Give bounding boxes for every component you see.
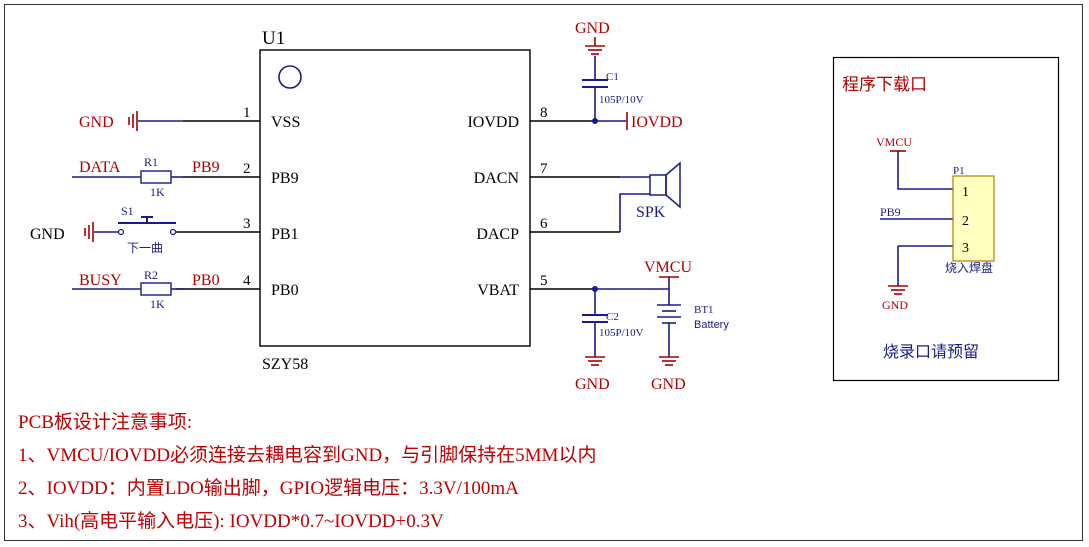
note-1: 1、VMCU/IOVDD必须连接去耦电容到GND，与引脚保持在5MM以内 bbox=[18, 445, 597, 466]
program-vmcu: VMCU bbox=[876, 135, 912, 149]
pin-name-vbat: VBAT bbox=[477, 282, 519, 299]
c2-ref: C2 bbox=[606, 311, 619, 323]
pin-num-7: 7 bbox=[540, 161, 548, 177]
pin-num-4: 4 bbox=[243, 273, 251, 289]
pin-name-pb9: PB9 bbox=[271, 170, 299, 187]
left-pins: 1 2 3 4 VSS PB9 PB1 PB0 bbox=[176, 105, 300, 299]
p1-pin-1: 1 bbox=[962, 185, 969, 200]
pin-num-8: 8 bbox=[540, 105, 548, 121]
bt1-battery: VMCU BT1 Battery GND bbox=[644, 259, 729, 393]
net-gnd-s1: GND bbox=[30, 226, 65, 243]
pin-num-3: 3 bbox=[243, 216, 251, 232]
pin-num-6: 6 bbox=[540, 216, 548, 232]
chip-body bbox=[259, 49, 531, 347]
net-gnd-c2: GND bbox=[575, 376, 610, 393]
net-gnd-vss: GND bbox=[79, 114, 114, 131]
c2-value: 105P/10V bbox=[599, 327, 644, 339]
bt1-ref: BT1 bbox=[694, 304, 714, 316]
note-3: 3、Vih(高电平输入电压): IOVDD*0.7~IOVDD+0.3V bbox=[18, 511, 444, 532]
pin-num-1: 1 bbox=[243, 105, 251, 121]
pin-num-2: 2 bbox=[243, 161, 251, 177]
gnd-symbol-vss: GND bbox=[79, 111, 183, 131]
pin-num-5: 5 bbox=[540, 273, 548, 289]
p1-pin-3: 3 bbox=[962, 241, 969, 256]
s1-switch: GND S1 下一曲 bbox=[30, 204, 177, 255]
speaker: SPK bbox=[619, 161, 681, 232]
r1-ref: R1 bbox=[144, 155, 158, 169]
r1-value: 1K bbox=[150, 185, 165, 199]
notes-heading: PCB板设计注意事项: bbox=[18, 412, 193, 433]
pin1-marker bbox=[278, 65, 302, 89]
p1-connector bbox=[952, 175, 995, 262]
spk-ref: SPK bbox=[636, 204, 666, 221]
right-pins: 8 7 6 5 IOVDD DACN DACP VBAT bbox=[467, 105, 620, 299]
net-gnd-top: GND bbox=[575, 20, 610, 37]
program-port-title: 程序下载口 bbox=[842, 75, 927, 94]
net-data: DATA bbox=[79, 159, 121, 176]
design-notes: PCB板设计注意事项: 1、VMCU/IOVDD必须连接去耦电容到GND，与引脚… bbox=[18, 406, 1068, 538]
bt1-value: Battery bbox=[694, 319, 729, 331]
chip-part: SZY58 bbox=[262, 356, 308, 373]
s1-ref: S1 bbox=[121, 204, 134, 218]
program-caption: 烧录口请预留 bbox=[883, 343, 979, 361]
pin-name-dacn: DACN bbox=[474, 170, 520, 187]
pin-name-pb0: PB0 bbox=[271, 282, 299, 299]
note-2: 2、IOVDD：内置LDO输出脚，GPIO逻辑电压：3.3V/100mA bbox=[18, 478, 519, 499]
pin-name-iovdd: IOVDD bbox=[467, 114, 519, 131]
net-pb0: PB0 bbox=[192, 272, 220, 289]
p1-pin-2: 2 bbox=[962, 214, 969, 229]
s1-label: 下一曲 bbox=[127, 241, 163, 255]
net-pb9: PB9 bbox=[192, 159, 220, 176]
pin-name-dacp: DACP bbox=[476, 226, 519, 243]
r2-resistor: BUSY R2 1K PB0 bbox=[72, 268, 220, 311]
p1-ref: P1 bbox=[953, 165, 965, 177]
outer-border bbox=[4, 4, 1083, 541]
c1-ref: C1 bbox=[606, 71, 619, 83]
r2-ref: R2 bbox=[144, 268, 158, 282]
c1-capacitor: GND C1 105P/10V IOVDD bbox=[575, 20, 683, 131]
c1-value: 105P/10V bbox=[599, 94, 644, 106]
pin-name-pb1: PB1 bbox=[271, 226, 299, 243]
net-gnd-bt: GND bbox=[651, 376, 686, 393]
net-iovdd: IOVDD bbox=[631, 114, 683, 131]
program-gnd: GND bbox=[882, 298, 908, 312]
net-busy: BUSY bbox=[79, 272, 122, 289]
r1-resistor: DATA R1 1K PB9 bbox=[72, 155, 220, 199]
p1-pad-label: 烧入焊盘 bbox=[945, 260, 993, 275]
pin-name-vss: VSS bbox=[271, 114, 300, 131]
c2-capacitor: C2 105P/10V GND bbox=[575, 286, 669, 393]
program-port-panel: 程序下载口 VMCU PB9 GND P1 1 2 3 烧入焊盘 烧录口请预留 bbox=[832, 56, 1060, 382]
chip-ref: U1 bbox=[262, 28, 285, 49]
r2-value: 1K bbox=[150, 297, 165, 311]
program-pb9: PB9 bbox=[880, 205, 901, 219]
net-vmcu: VMCU bbox=[644, 259, 692, 276]
